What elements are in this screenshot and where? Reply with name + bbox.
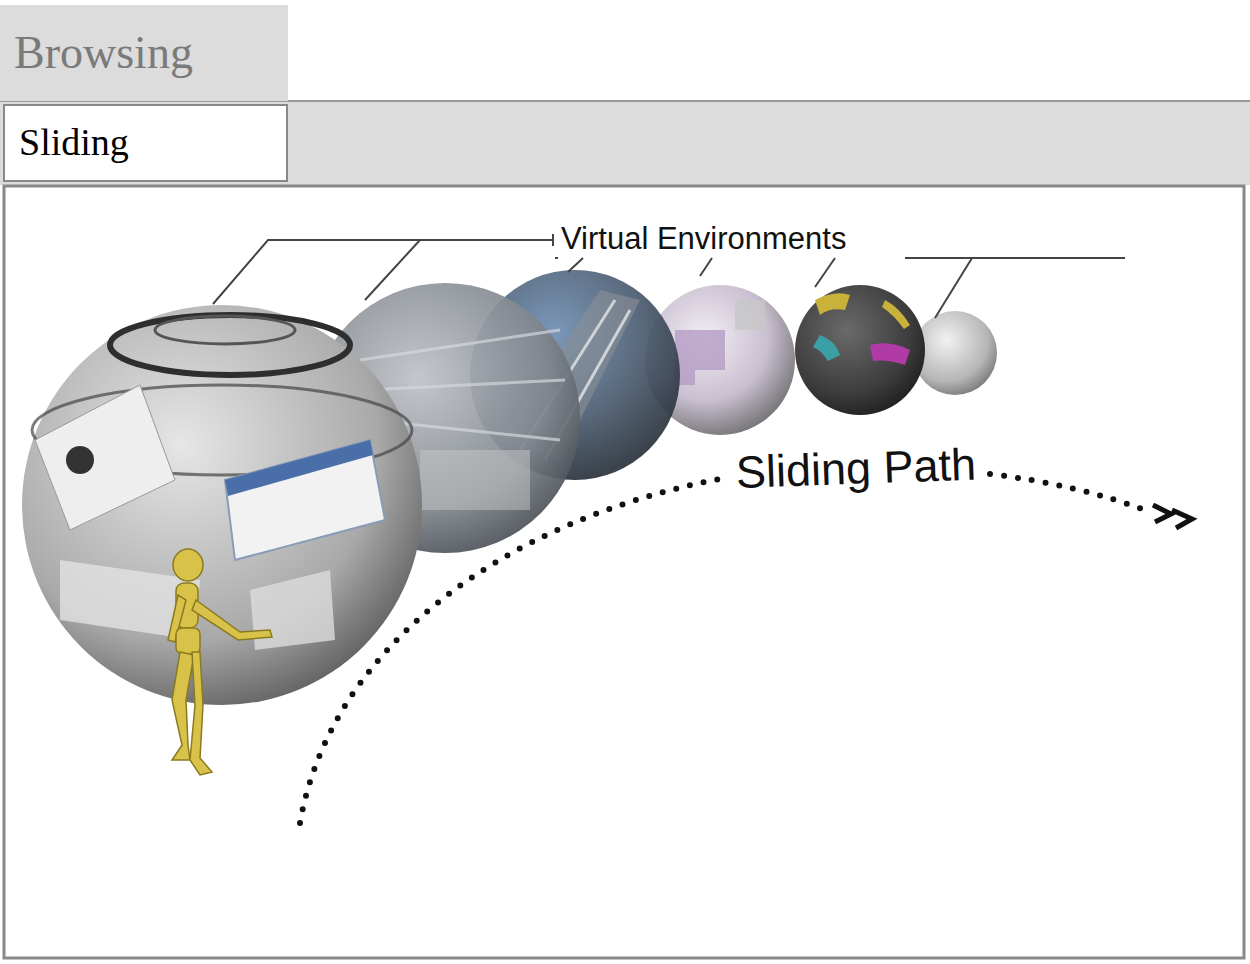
path-label: Sliding Path — [732, 439, 980, 497]
tab-label: Browsing — [14, 28, 274, 79]
tab-label: Sliding — [19, 122, 272, 164]
callout-label: Virtual Environments — [558, 222, 849, 256]
inactive-tab: Browsing — [0, 5, 288, 101]
active-tab: Sliding — [3, 104, 288, 182]
